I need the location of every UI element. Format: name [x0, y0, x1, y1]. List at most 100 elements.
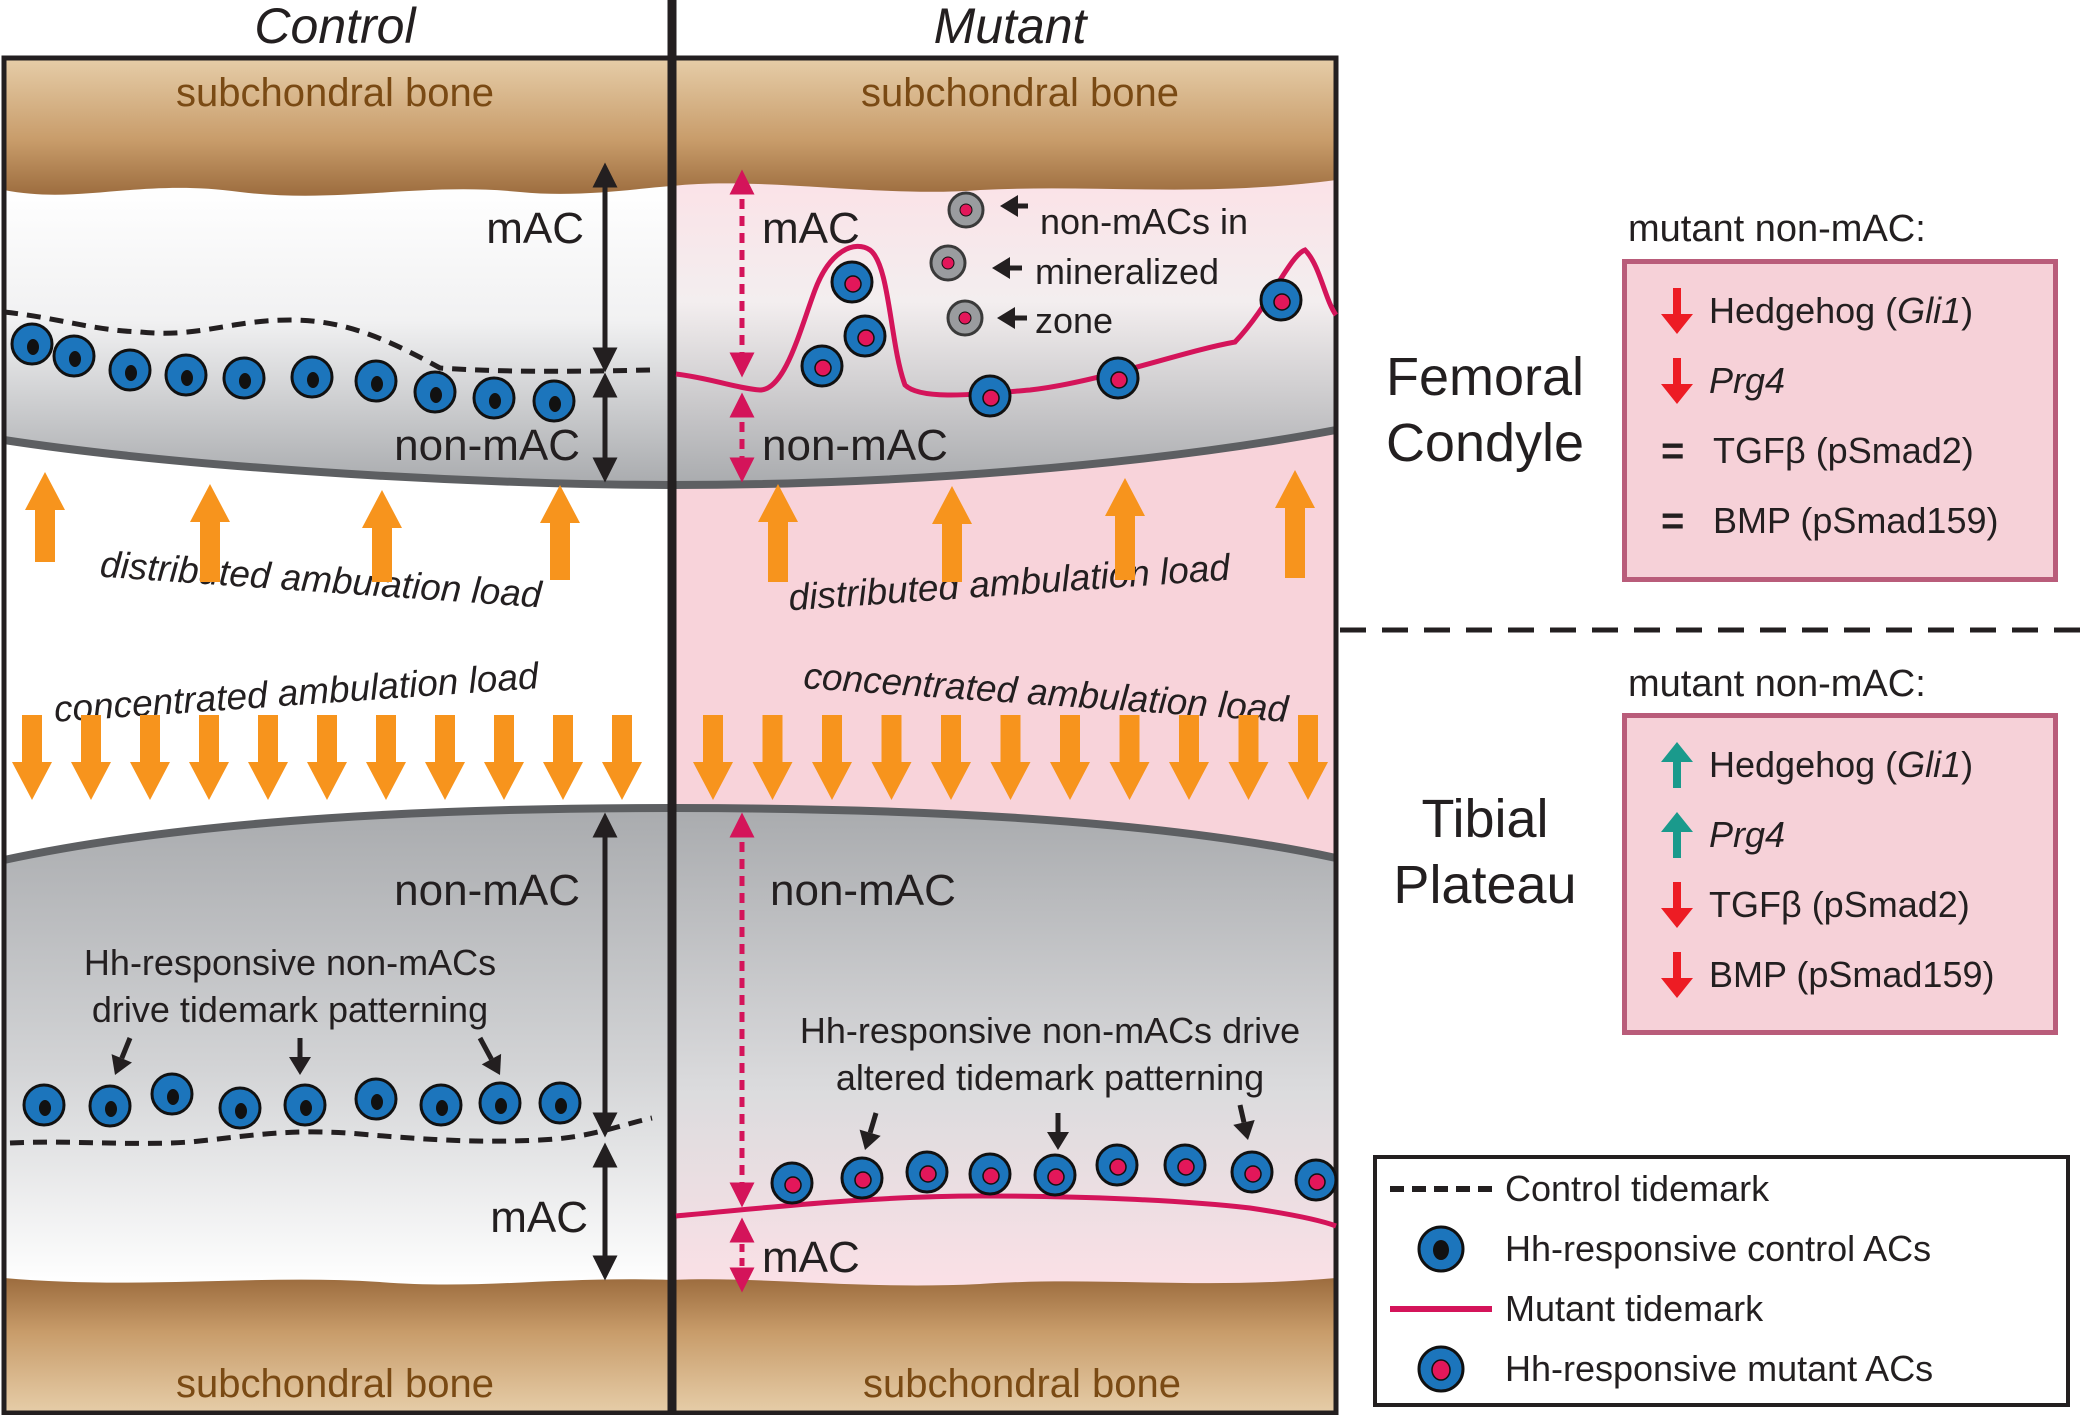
control-note-line1: Hh-responsive non-mACs [84, 942, 496, 983]
femoral-change-row: =TGFβ (pSmad2) [1657, 421, 1974, 481]
control-lower-cartilage [4, 808, 672, 1285]
mutant-cell-pointer [1047, 1113, 1069, 1150]
distributed-load-arrow [932, 486, 972, 582]
femoral-changes-box: Hedgehog (Gli1) Prg4 =TGFβ (pSmad2) = BMP (p… [1622, 259, 2058, 582]
mutant-ac-cell [800, 344, 844, 388]
distributed-load-arrow [758, 484, 798, 582]
control-cell-pointer [289, 1038, 311, 1075]
legend-dashed-line-icon [1377, 1184, 1505, 1194]
down-arrow-icon [1657, 286, 1709, 336]
mutant-ac-cell [1095, 1143, 1139, 1187]
mutant-mac-label-top: mAC [762, 204, 860, 253]
distributed-load-arrow [190, 484, 230, 582]
concentrated-load-arrow [543, 715, 583, 800]
control-ac-cell [419, 1083, 463, 1127]
mineral-pointer-arrow [1000, 195, 1028, 217]
pathway-label: TGFβ (pSmad2) [1709, 884, 1970, 925]
mutant-ac-cell [770, 1161, 814, 1205]
distributed-load-arrow [1275, 470, 1315, 578]
down-arrow-icon [1657, 880, 1709, 930]
pathway-label: Hedgehog (Gli1) [1709, 744, 1974, 785]
mutant-ac-cell [968, 1152, 1012, 1196]
mineral-pointer-arrow [992, 257, 1022, 279]
tibial-change-row: BMP (pSmad159) [1657, 945, 1994, 1005]
control-cell-pointer [477, 1036, 502, 1075]
control-mac-label-bottom: mAC [490, 1193, 588, 1242]
mineral-label-line3: zone [1035, 300, 1113, 341]
bone-label-bottom-left: subchondral bone [176, 1362, 494, 1406]
control-nonmac-label-top: non-mAC [394, 421, 580, 470]
concentrated-load-arrow [425, 715, 465, 800]
tibial-box-title: mutant non-mAC: [1628, 663, 1926, 705]
up-arrow-icon [1657, 810, 1709, 860]
tibial-change-row: Hedgehog (Gli1) [1657, 735, 1973, 795]
mutant-cell-pointer [859, 1112, 881, 1150]
bone-label-bottom-right: subchondral bone [863, 1362, 1181, 1406]
mutant-nonmac-label-bottom: non-mAC [770, 866, 956, 915]
control-ac-cell [354, 359, 398, 403]
control-ac-cell [108, 348, 152, 392]
bone-label-top-left: subchondral bone [176, 71, 494, 115]
down-arrow-icon [1657, 950, 1709, 1000]
down-arrow-icon [1657, 356, 1709, 406]
mutant-ac-cell [1033, 1153, 1077, 1197]
concentrated-load-arrow [693, 715, 733, 800]
mutant-ac-cell [830, 260, 874, 304]
concentrated-load-arrow [602, 715, 642, 800]
control-ac-cell [413, 370, 457, 414]
control-ac-cell [472, 376, 516, 420]
tibial-region-line2: Plateau [1393, 855, 1577, 915]
mutant-column-title: Mutant [934, 0, 1089, 54]
control-ac-cell [290, 355, 334, 399]
control-ac-cell [22, 1083, 66, 1127]
region-separator [1340, 627, 2082, 633]
mineral-label-line1: non-mACs in [1040, 201, 1248, 242]
control-ac-cell [354, 1077, 398, 1121]
control-ac-cell [532, 379, 576, 423]
control-column-title: Control [254, 0, 417, 54]
control-ac-cell [222, 356, 266, 400]
control-ac-cell [88, 1084, 132, 1128]
mutant-note-line1: Hh-responsive non-mACs drive [800, 1010, 1300, 1051]
concentrated-load-arrow [1169, 715, 1209, 800]
femoral-change-row: = BMP (pSmad159) [1657, 491, 1998, 551]
legend-mutant-acs: Hh-responsive mutant ACs [1377, 1339, 2066, 1399]
femoral-change-row: Prg4 [1657, 351, 1785, 411]
legend-solid-line-icon [1377, 1304, 1505, 1314]
pathway-label: BMP (pSmad159) [1713, 500, 1999, 541]
concentrated-load-arrow [12, 715, 52, 800]
pathway-label: BMP (pSmad159) [1709, 954, 1995, 995]
femoral-region-line1: Femoral [1385, 347, 1585, 407]
mutant-nonmac-label-top: non-mAC [762, 421, 948, 470]
joint-diagram: Control Mutant subchondral bone subchond… [1, 0, 1339, 1415]
mutant-ac-cell [1294, 1158, 1338, 1202]
mutant-ac-cell [1230, 1150, 1274, 1194]
legend-control-tidemark-label: Control tidemark [1505, 1168, 1770, 1209]
up-arrow-icon [1657, 740, 1709, 790]
concentrated-load-arrow [990, 715, 1031, 800]
legend-mutant-acs-label: Hh-responsive mutant ACs [1505, 1348, 1934, 1389]
distributed-load-arrow [362, 490, 402, 582]
distributed-load-arrow [25, 472, 65, 562]
mineral-pointer-arrow [997, 307, 1027, 329]
mutant-ac-cell [1259, 278, 1303, 322]
equal-sign-icon: = [1661, 498, 1685, 543]
concentrated-load-arrow [307, 715, 347, 800]
control-note-line2: drive tidemark patterning [92, 989, 488, 1030]
legend-control-cell-icon [1377, 1221, 1505, 1277]
control-ac-cell [10, 322, 54, 366]
control-nonmac-label-bottom: non-mAC [394, 866, 580, 915]
femoral-change-row: Hedgehog (Gli1) [1657, 281, 1973, 341]
femoral-region-line2: Condyle [1385, 413, 1585, 473]
tibial-region-line1: Tibial [1421, 789, 1549, 849]
concentrated-load-arrow [1050, 715, 1090, 800]
tibial-region-name: Tibial Plateau [1335, 786, 1635, 918]
concentrated-load-arrow [71, 715, 111, 800]
concentrated-load-arrow [189, 715, 229, 800]
mineralized-non-mac-cell [946, 299, 984, 337]
pathway-label: TGFβ (pSmad2) [1713, 430, 1974, 471]
mineralized-non-mac-cell [947, 191, 985, 229]
control-mac-label-top: mAC [486, 204, 584, 253]
mutant-ac-cell [968, 374, 1012, 418]
